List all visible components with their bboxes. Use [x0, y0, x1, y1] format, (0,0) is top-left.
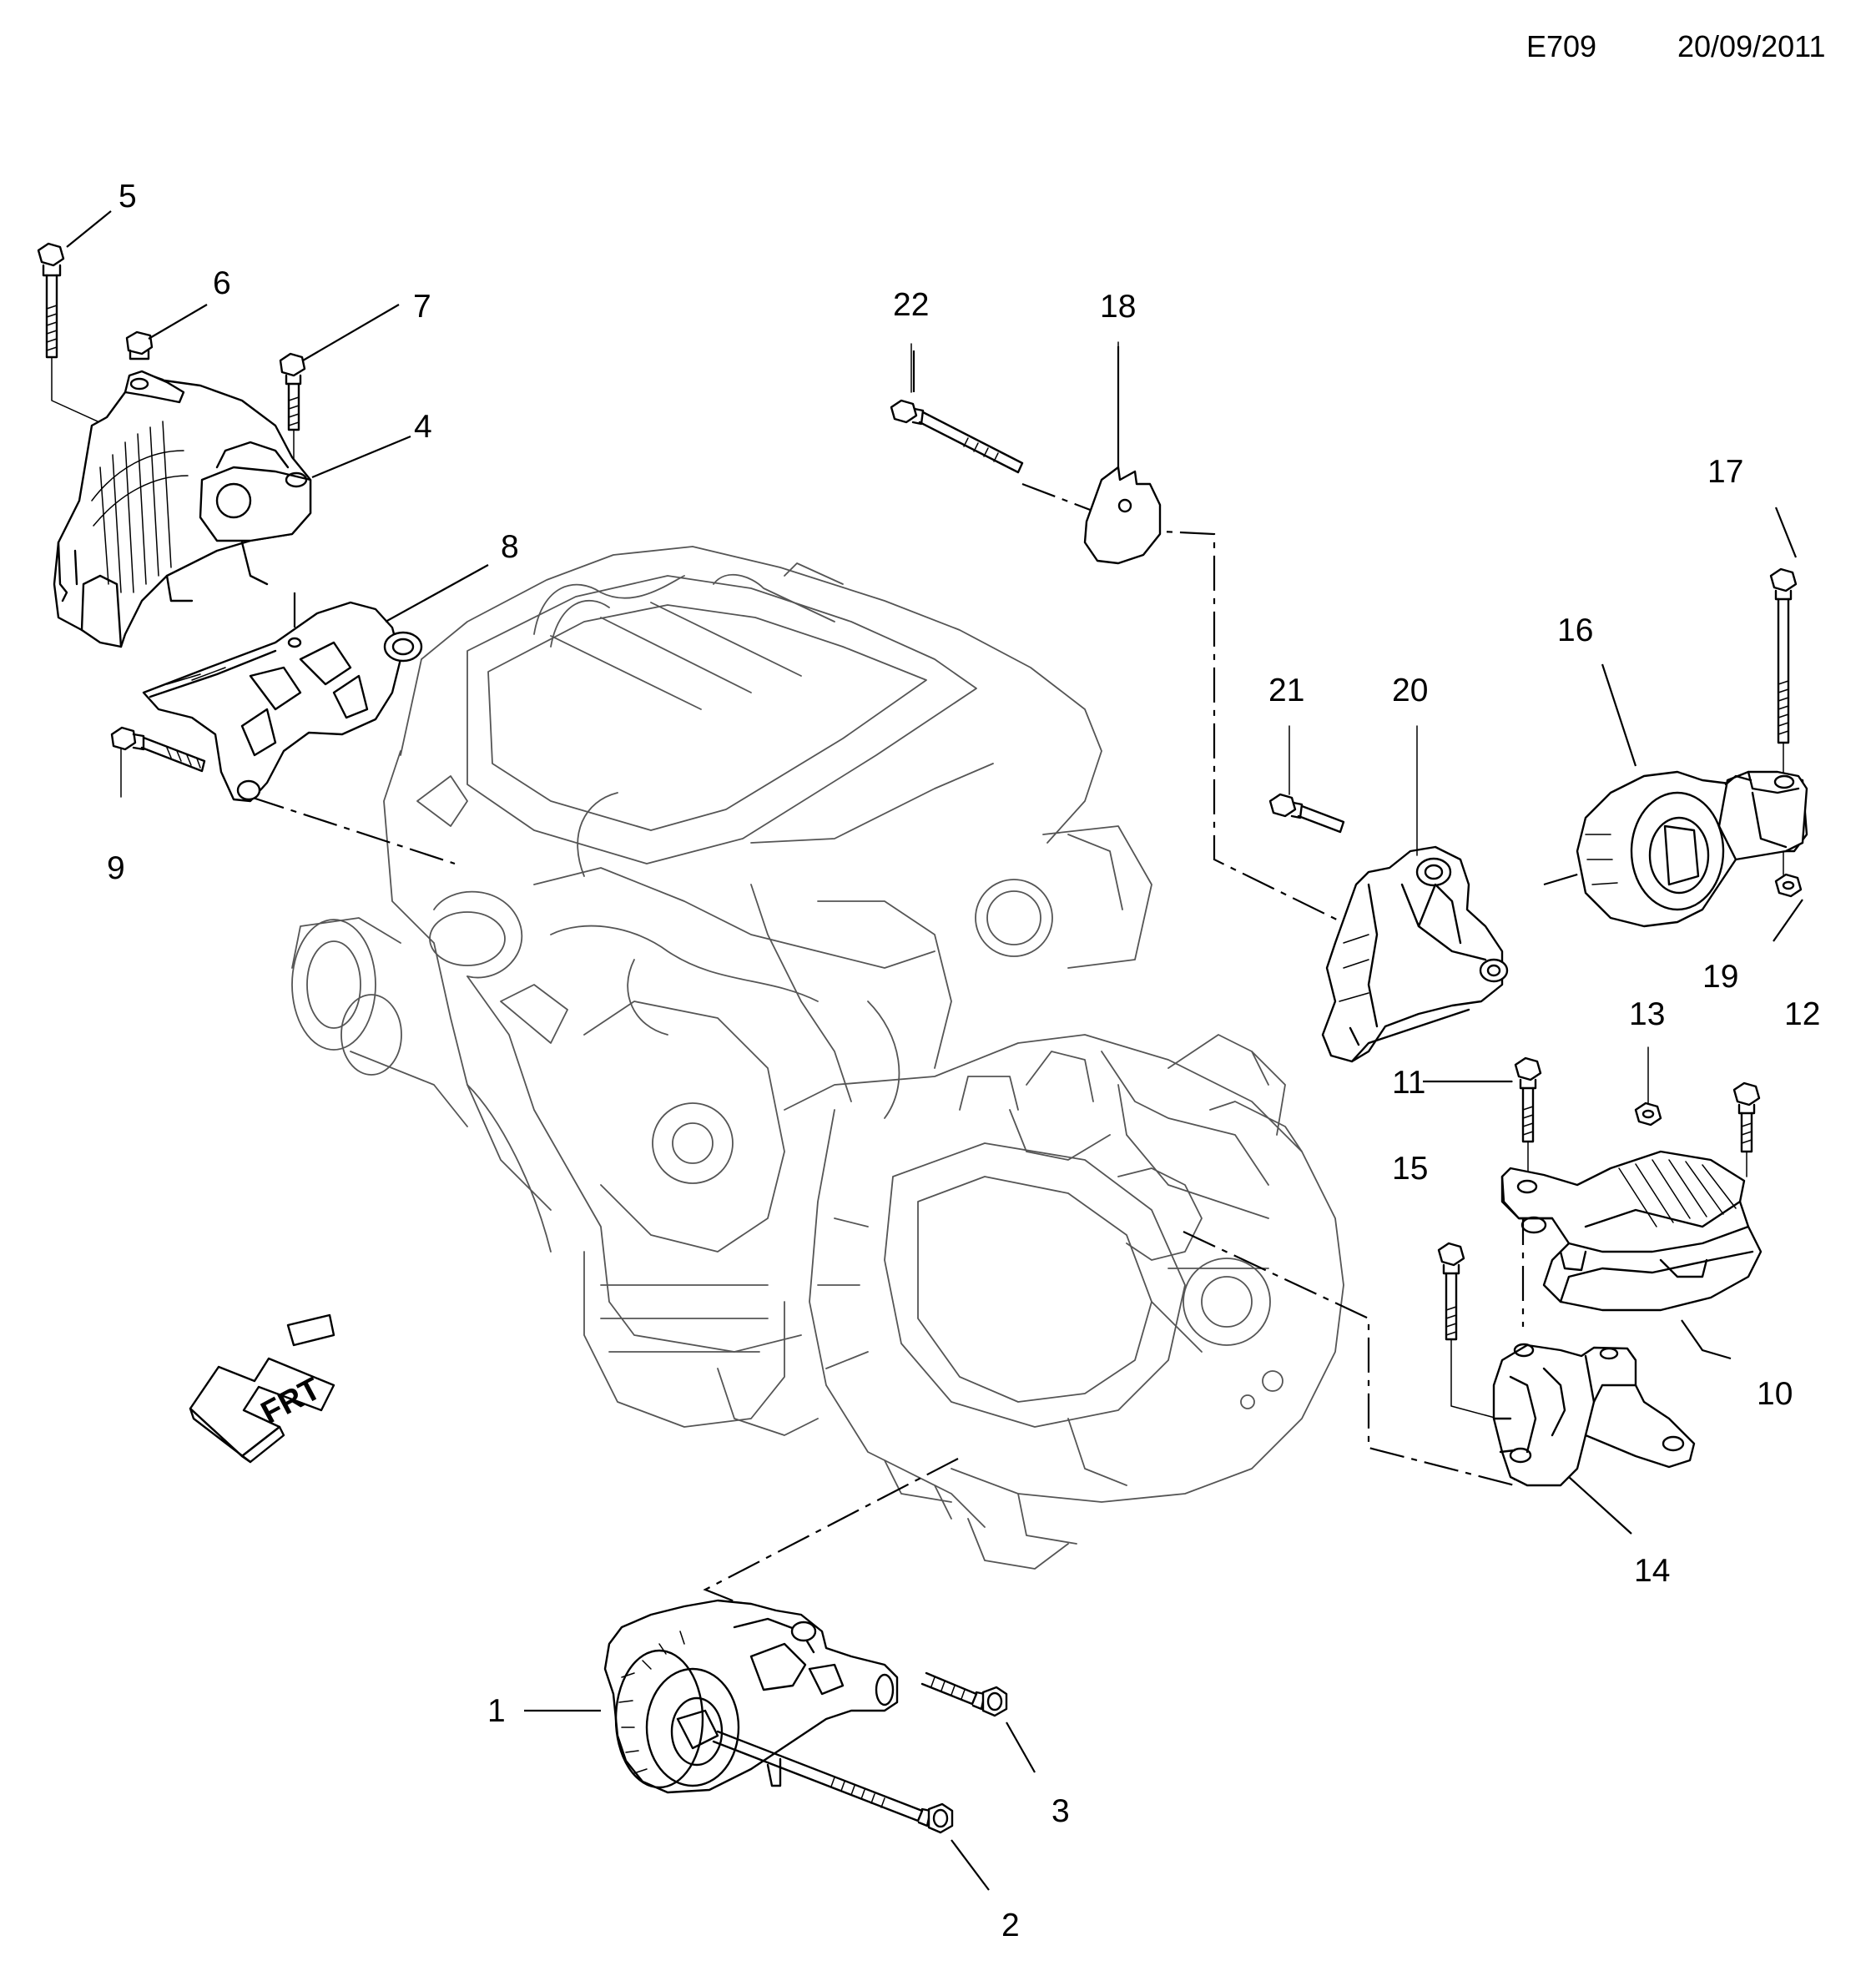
- part-5-bolt: [37, 242, 65, 359]
- part-18-plate: [1083, 466, 1162, 565]
- engine-transmission-assembly: [291, 546, 1344, 1570]
- part-10-engine-mount: [1500, 1150, 1763, 1312]
- part-2-bolt: [712, 1730, 954, 1834]
- frt-direction-arrow-icon: [189, 1313, 335, 1464]
- callout-16: 16: [1557, 612, 1593, 648]
- callout-17: 17: [1707, 454, 1743, 490]
- callout-15: 15: [1392, 1151, 1428, 1187]
- callout-14: 14: [1634, 1553, 1670, 1589]
- callout-7: 7: [413, 289, 431, 325]
- part-11-bolt: [1514, 1056, 1542, 1143]
- diagram-date: 20/09/2011: [1677, 29, 1826, 63]
- callout-9: 9: [107, 850, 125, 886]
- callout-3: 3: [1051, 1793, 1070, 1829]
- callout-8: 8: [501, 529, 519, 565]
- part-15-bolt: [1437, 1242, 1465, 1341]
- part-22-bolt: [890, 399, 1024, 474]
- assembly-lines: [250, 482, 1682, 1616]
- callout-2: 2: [1001, 1908, 1020, 1943]
- callout-leaders: [66, 210, 1803, 1891]
- part-16-mount: [1576, 770, 1808, 928]
- callout-4: 4: [414, 409, 432, 445]
- callout-21: 21: [1268, 673, 1304, 708]
- callout-12: 12: [1784, 996, 1820, 1032]
- part-3-bolt: [920, 1671, 1008, 1717]
- part-17-bolt: [1769, 567, 1798, 744]
- diagram-code: E709: [1526, 29, 1597, 63]
- callout-1: 1: [487, 1693, 506, 1729]
- part-6-nut: [125, 330, 154, 360]
- callout-6: 6: [213, 265, 231, 301]
- part-8-bracket: [142, 601, 423, 803]
- part-7-bolt: [279, 352, 306, 431]
- part-19-nut: [1774, 873, 1803, 898]
- callout-18: 18: [1100, 289, 1136, 325]
- part-12-bolt: [1732, 1081, 1761, 1153]
- part-9-bolt: [110, 726, 206, 773]
- part-14-bracket: [1492, 1343, 1696, 1487]
- callout-19: 19: [1702, 959, 1738, 995]
- part-4-engine-mount: [53, 370, 312, 648]
- part-21-bolt: [1268, 793, 1345, 834]
- callout-22: 22: [893, 287, 929, 323]
- part-1-rear-mount: [603, 1599, 899, 1794]
- callout-5: 5: [119, 179, 137, 214]
- callout-10: 10: [1757, 1376, 1793, 1412]
- callout-numbers: 5 6 7 4 8 9 22 18 17 16 21 20 19 13 12 1…: [107, 179, 1820, 1943]
- callout-11: 11: [1392, 1065, 1426, 1101]
- part-20-bracket: [1321, 845, 1509, 1063]
- callout-13: 13: [1629, 996, 1665, 1032]
- part-13-nut: [1634, 1101, 1662, 1127]
- callout-20: 20: [1392, 673, 1428, 708]
